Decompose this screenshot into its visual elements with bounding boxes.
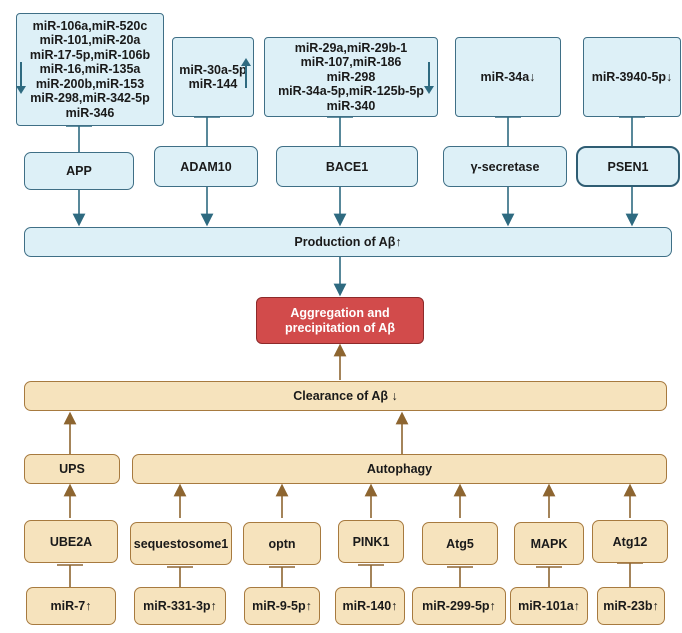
mirna-mir9: miR-9-5p↑ <box>244 587 320 625</box>
mirna-mir299: miR-299-5p↑ <box>412 587 506 625</box>
mirna-line: miR-340 <box>326 98 376 113</box>
target-app: APP <box>24 152 134 190</box>
mirna-line: miR-101,miR-20a <box>39 33 141 48</box>
protein-pink1: PINK1 <box>338 520 404 563</box>
mirna-mir23b: miR-23b↑ <box>597 587 665 625</box>
mirna-line: miR-298 <box>326 69 376 84</box>
mirna-line: miR-144 <box>188 77 238 91</box>
mirna-line: miR-17-5p,miR-106b <box>29 47 151 62</box>
protein-atg12: Atg12 <box>592 520 668 563</box>
target-psen1: PSEN1 <box>576 146 680 187</box>
mirna-line: miR-34a-5p,miR-125b-5p <box>278 84 424 99</box>
clearance-of-abeta: Clearance of Aβ ↓ <box>24 381 667 411</box>
mirna-line: miR-107,miR-186 <box>300 55 402 70</box>
mirna-box-adam10: miR-30a-5p miR-144 <box>172 37 254 117</box>
protein-mapk: MAPK <box>514 522 584 565</box>
aggregation-box: Aggregation and precipitation of Aβ <box>256 297 424 344</box>
mirna-line: miR-106a,miR-520c <box>32 19 148 34</box>
protein-ube2a: UBE2A <box>24 520 118 563</box>
target-gsecretase: γ-secretase <box>443 146 567 187</box>
production-of-abeta: Production of Aβ↑ <box>24 227 672 257</box>
target-adam10: ADAM10 <box>154 146 258 187</box>
aggregation-line: precipitation of Aβ <box>285 320 395 335</box>
protein-optn: optn <box>243 522 321 565</box>
mirna-box-gsecretase: miR-34a↓ <box>455 37 561 117</box>
mirna-mir101a: miR-101a↑ <box>510 587 588 625</box>
mirna-mir140: miR-140↑ <box>335 587 405 625</box>
autophagy-box: Autophagy <box>132 454 667 484</box>
mirna-box-bace1: miR-29a,miR-29b-1 miR-107,miR-186 miR-29… <box>264 37 438 117</box>
mirna-line: miR-200b,miR-153 <box>35 76 145 91</box>
protein-sequestosome1: sequestosome1 <box>130 522 232 565</box>
mirna-box-app: miR-106a,miR-520c miR-101,miR-20a miR-17… <box>16 13 164 126</box>
up-arrow-icon <box>241 58 251 88</box>
down-arrow-icon <box>16 62 26 94</box>
mirna-line: miR-30a-5p <box>179 62 247 77</box>
target-bace1: BACE1 <box>276 146 418 187</box>
aggregation-line: Aggregation and <box>290 305 390 320</box>
mirna-mir7: miR-7↑ <box>26 587 116 625</box>
mirna-line: miR-298,miR-342-5p <box>30 91 150 106</box>
mirna-line: miR-16,miR-135a <box>39 62 141 77</box>
down-arrow-icon <box>424 62 434 94</box>
mirna-line: miR-29a,miR-29b-1 <box>294 40 408 55</box>
mirna-box-psen1: miR-3940-5p↓ <box>583 37 681 117</box>
ups-box: UPS <box>24 454 120 484</box>
mirna-mir331: miR-331-3p↑ <box>134 587 226 625</box>
mirna-line: miR-346 <box>65 105 115 120</box>
protein-atg5: Atg5 <box>422 522 498 565</box>
